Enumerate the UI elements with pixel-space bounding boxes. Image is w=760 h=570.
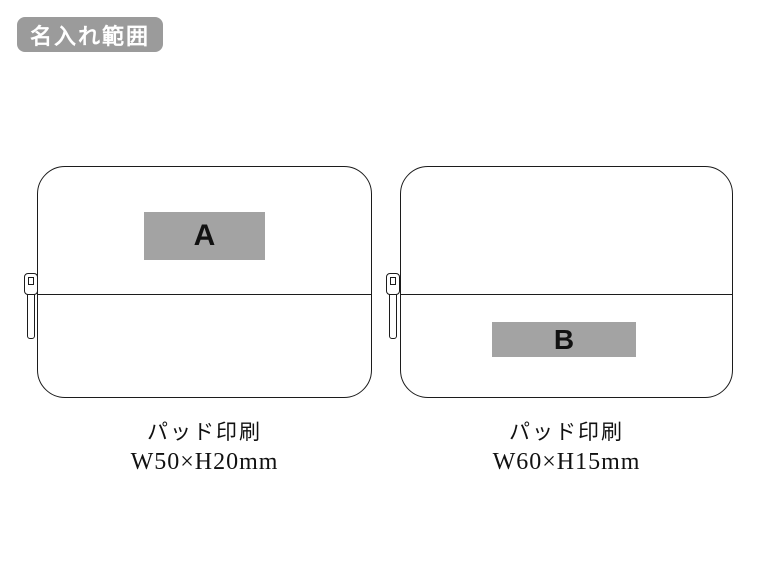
zipper-seam-line xyxy=(401,294,732,295)
zipper-slider xyxy=(386,273,400,295)
print-area-a: A xyxy=(144,212,265,260)
zipper-seam-line xyxy=(38,294,371,295)
pouch-figure-a: A パッド印刷 W50×H20mm xyxy=(24,166,372,496)
pouch-figure-b: B パッド印刷 W60×H15mm xyxy=(386,166,734,496)
print-area-b-label: B xyxy=(553,323,575,355)
zipper-slider xyxy=(24,273,38,295)
zipper-pull-icon xyxy=(24,273,40,341)
print-area-a-label: A xyxy=(193,219,216,252)
zipper-hole xyxy=(389,277,396,285)
print-range-badge: 名入れ範囲 xyxy=(17,17,163,52)
print-area-b: B xyxy=(492,322,636,357)
print-spec-caption-b: パッド印刷 W60×H15mm xyxy=(400,420,733,477)
print-method-label: パッド印刷 xyxy=(147,420,262,444)
print-method-label: パッド印刷 xyxy=(509,420,624,444)
zipper-pull-icon xyxy=(386,273,402,341)
pouch-outline-b: B xyxy=(400,166,733,398)
print-size-label: W60×H15mm xyxy=(492,449,641,476)
print-size-label: W50×H20mm xyxy=(130,449,279,476)
zipper-tab xyxy=(389,289,397,339)
zipper-hole xyxy=(27,277,34,285)
zipper-tab xyxy=(27,289,35,339)
pouch-outline-a: A xyxy=(37,166,372,398)
print-spec-caption-a: パッド印刷 W50×H20mm xyxy=(37,420,372,477)
